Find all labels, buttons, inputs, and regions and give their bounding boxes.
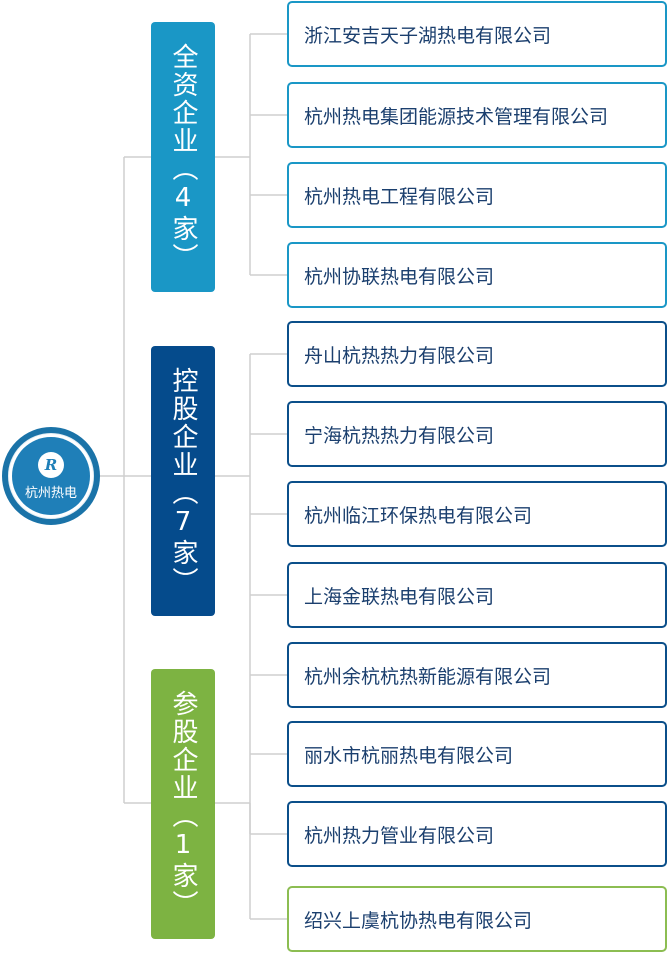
root-node-hangzhou-thermal: R 杭州热电 <box>2 427 100 525</box>
company-box: 杭州热电集团能源技术管理有限公司 <box>287 82 667 148</box>
company-box: 上海金联热电有限公司 <box>287 562 667 628</box>
company-name: 舟山杭热热力有限公司 <box>304 344 495 367</box>
company-name: 绍兴上虞杭协热电有限公司 <box>304 909 533 932</box>
company-box: 杭州余杭杭热新能源有限公司 <box>287 642 667 708</box>
company-name: 杭州临江环保热电有限公司 <box>304 504 533 527</box>
category-minority-stake: 参股企业（1家） <box>151 669 215 939</box>
company-box: 丽水市杭丽热电有限公司 <box>287 721 667 787</box>
company-logo-icon: R <box>38 451 64 478</box>
company-name: 上海金联热电有限公司 <box>304 585 495 608</box>
category-wholly-owned: 全资企业（4家） <box>151 22 215 292</box>
company-box: 宁海杭热热力有限公司 <box>287 401 667 467</box>
company-name: 宁海杭热热力有限公司 <box>304 424 495 447</box>
company-name: 杭州热电集团能源技术管理有限公司 <box>304 105 609 128</box>
company-name: 杭州热电工程有限公司 <box>304 185 495 208</box>
category-label: 控股企业（7家） <box>168 367 198 595</box>
root-label: 杭州热电 <box>24 485 77 501</box>
company-box: 杭州临江环保热电有限公司 <box>287 481 667 547</box>
company-box: 浙江安吉天子湖热电有限公司 <box>287 1 667 67</box>
company-name: 杭州协联热电有限公司 <box>304 265 495 288</box>
company-name: 浙江安吉天子湖热电有限公司 <box>304 24 552 47</box>
company-name: 杭州余杭杭热新能源有限公司 <box>304 665 552 688</box>
company-name: 丽水市杭丽热电有限公司 <box>304 744 514 767</box>
category-holding: 控股企业（7家） <box>151 346 215 616</box>
company-box: 杭州热电工程有限公司 <box>287 162 667 228</box>
category-label: 参股企业（1家） <box>168 690 198 918</box>
company-box: 绍兴上虞杭协热电有限公司 <box>287 886 667 952</box>
company-box: 杭州热力管业有限公司 <box>287 801 667 867</box>
category-label: 全资企业（4家） <box>168 43 198 271</box>
company-box: 舟山杭热热力有限公司 <box>287 321 667 387</box>
company-name: 杭州热力管业有限公司 <box>304 824 495 847</box>
company-box: 杭州协联热电有限公司 <box>287 242 667 308</box>
